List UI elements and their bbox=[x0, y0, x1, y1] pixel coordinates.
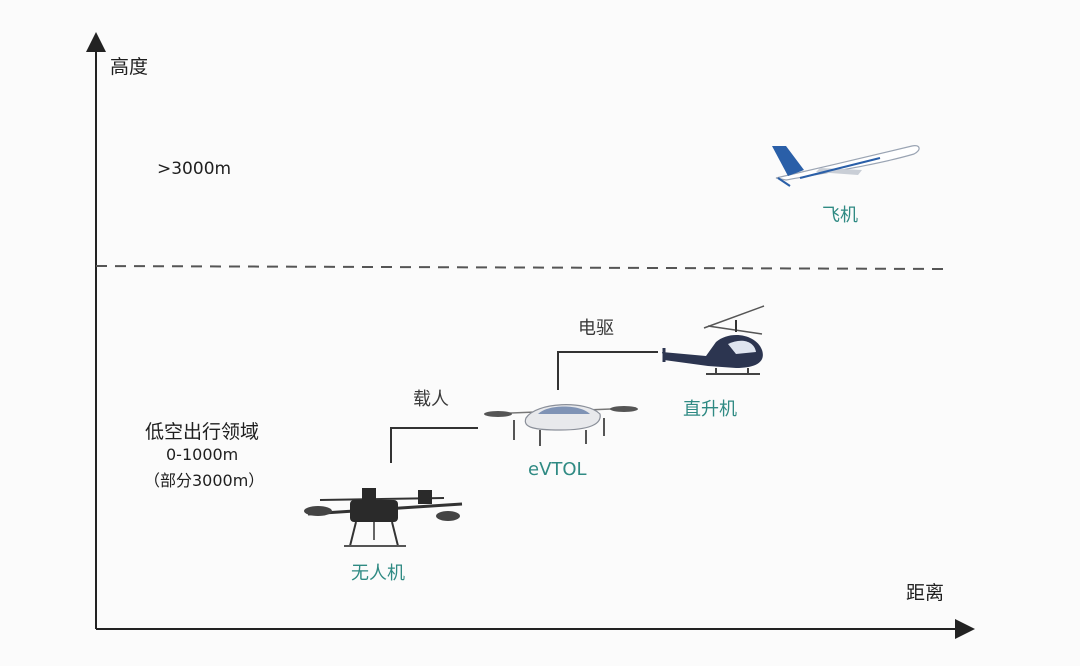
evtol-icon bbox=[484, 404, 638, 446]
drone-label: 无人机 bbox=[351, 563, 405, 584]
low-altitude-zone-title: 低空出行领域 bbox=[145, 421, 260, 443]
low-altitude-zone-range: 0-1000m bbox=[166, 445, 239, 464]
airplane-icon bbox=[772, 145, 920, 187]
airplane-label: 飞机 bbox=[822, 205, 858, 226]
altitude-divider-dashed-line bbox=[95, 265, 946, 270]
low-altitude-zone-note: （部分3000m） bbox=[144, 471, 265, 490]
manned-step-connector bbox=[390, 427, 478, 463]
helicopter-icon bbox=[662, 305, 765, 375]
electric-step-connector bbox=[557, 351, 658, 390]
altitude-threshold-label: >3000m bbox=[157, 159, 232, 179]
y-axis-label: 高度 bbox=[110, 56, 149, 78]
evtol-label: eVTOL bbox=[528, 459, 587, 480]
helicopter-label: 直升机 bbox=[683, 399, 737, 420]
drone-icon bbox=[304, 488, 463, 547]
electric-step-label: 电驱 bbox=[578, 318, 614, 339]
x-axis-label: 距离 bbox=[906, 582, 945, 604]
manned-step-label: 载人 bbox=[413, 389, 449, 410]
